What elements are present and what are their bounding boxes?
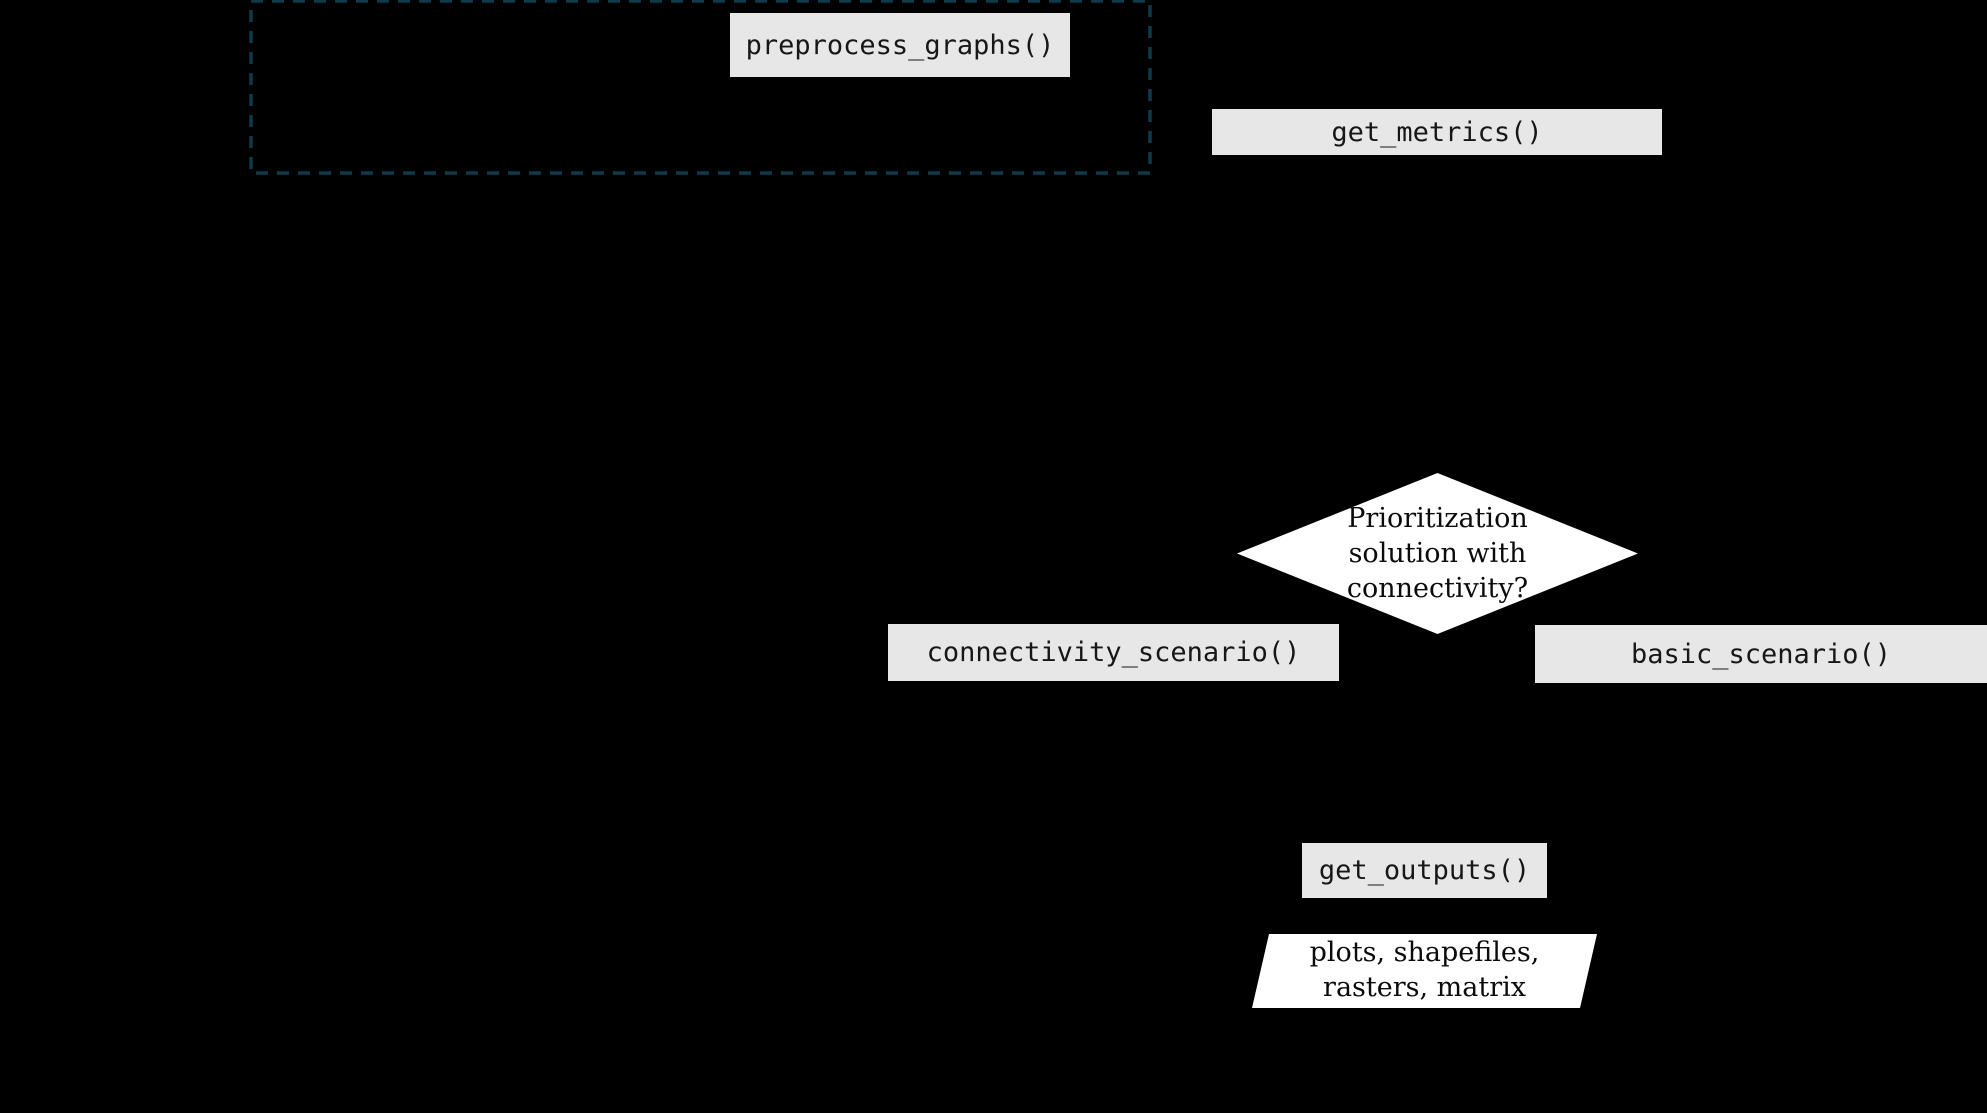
decision-line-3: connectivity? bbox=[1346, 573, 1529, 605]
outputs-line-1: plots, shapefiles, bbox=[1309, 937, 1540, 969]
decision-line-2: solution with bbox=[1348, 537, 1527, 569]
node-outputs-parallelogram: plots, shapefiles, rasters, matrix bbox=[1252, 934, 1597, 1008]
node-decision-diamond: Prioritization solution with connectivit… bbox=[1237, 473, 1638, 634]
outputs-line-2: rasters, matrix bbox=[1323, 972, 1526, 1003]
decision-text: Prioritization solution with connectivit… bbox=[1347, 501, 1528, 606]
node-get-metrics: get_metrics() bbox=[1212, 109, 1662, 155]
node-basic-scenario: basic_scenario() bbox=[1535, 625, 1987, 683]
decision-line-1: Prioritization bbox=[1347, 502, 1528, 534]
outputs-text: plots, shapefiles, rasters, matrix bbox=[1310, 936, 1540, 1005]
node-connectivity-scenario: connectivity_scenario() bbox=[888, 624, 1339, 681]
node-preprocess-graphs: preprocess_graphs() bbox=[730, 13, 1070, 77]
node-get-outputs: get_outputs() bbox=[1302, 843, 1547, 898]
